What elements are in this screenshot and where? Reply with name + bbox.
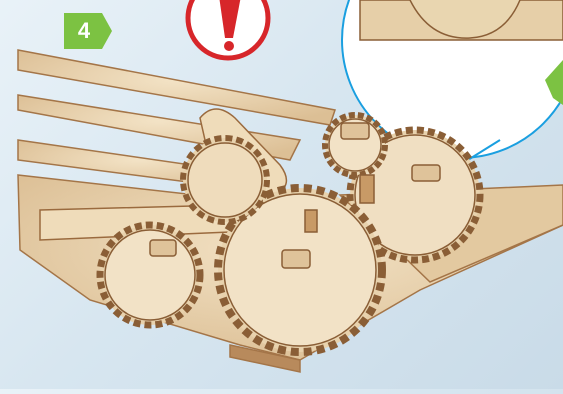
- step-badge: 4: [64, 13, 112, 49]
- step-number: 4: [64, 13, 104, 49]
- exclamation-icon: [188, 0, 268, 58]
